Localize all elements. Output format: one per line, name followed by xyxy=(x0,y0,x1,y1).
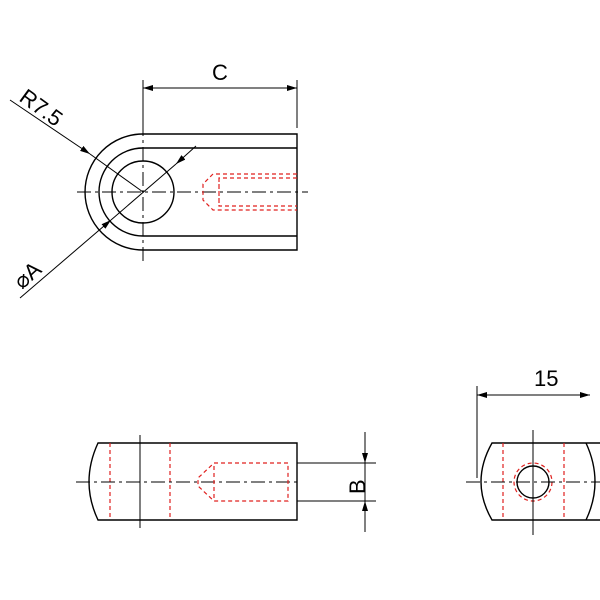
dim-a-label: ⌀A xyxy=(9,256,47,293)
inner-arc xyxy=(98,147,144,237)
radius-leader xyxy=(9,99,91,155)
thread-hidden-lines xyxy=(197,462,289,502)
thread-hidden-lines xyxy=(202,173,297,211)
front-view: B xyxy=(76,432,376,532)
diameter-leader-mid xyxy=(110,163,177,221)
body-outline xyxy=(88,442,298,521)
diameter-leader xyxy=(19,219,112,299)
body-outline xyxy=(480,442,600,521)
dim-b-label: B xyxy=(345,479,370,494)
side-view: 15 xyxy=(466,366,600,535)
top-view: C R7.5 ⌀A xyxy=(9,60,308,299)
diameter-leader-top xyxy=(175,145,197,165)
dim-c-label: C xyxy=(212,60,228,85)
dim-r-label: R7.5 xyxy=(15,84,67,132)
dim-15-label: 15 xyxy=(534,366,558,391)
radius-leader-ext xyxy=(89,153,144,193)
